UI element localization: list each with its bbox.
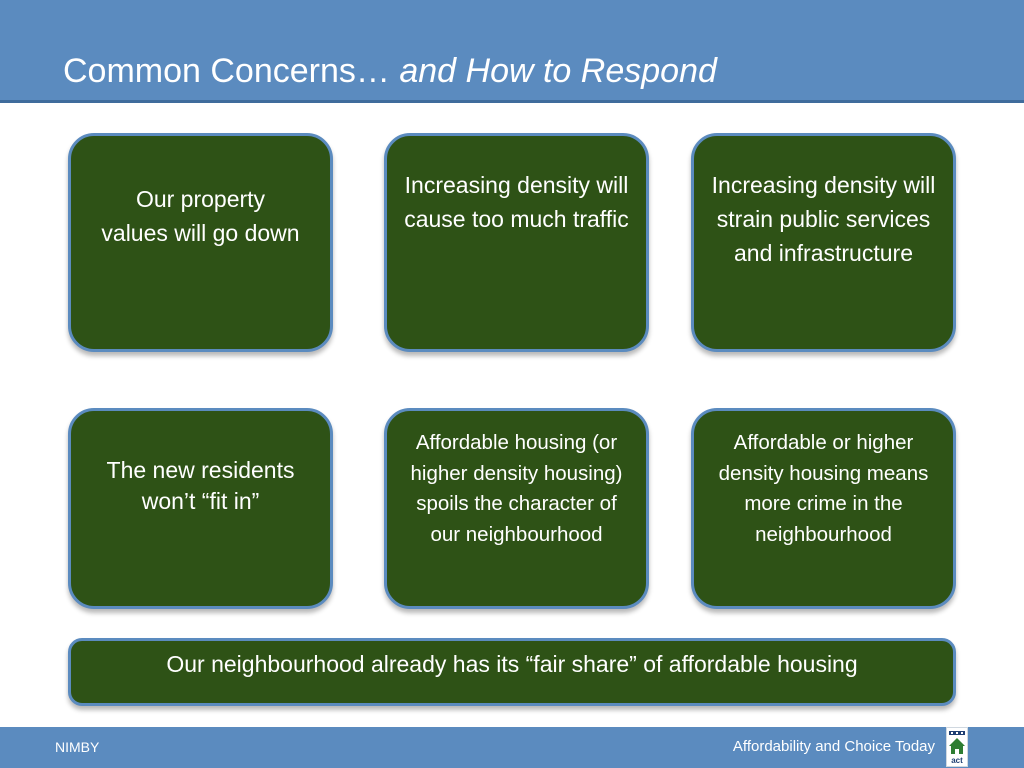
footer-bar: NIMBY Affordability and Choice Today [0, 727, 1024, 768]
concern-card-traffic: Increasing density will cause too much t… [384, 133, 649, 352]
concern-text: Affordable or higher density housing mea… [718, 431, 929, 546]
concern-card-character: Affordable housing (or higher density ho… [384, 408, 649, 609]
logo-graphic: act [949, 731, 965, 765]
slide-title: Common Concerns… and How to Respond [63, 52, 717, 91]
concern-text: Our property values will go down [101, 186, 300, 246]
concern-card-public-services: Increasing density will strain public se… [691, 133, 956, 352]
concern-text: The new residents won’t “fit in” [106, 457, 295, 514]
concern-text: Increasing density will strain public se… [711, 172, 936, 266]
concern-text: Affordable housing (or higher density ho… [410, 431, 623, 546]
concern-text: Our neighbourhood already has its “fair … [166, 650, 858, 677]
footer-left-text: NIMBY [55, 739, 100, 755]
concern-card-crime: Affordable or higher density housing mea… [691, 408, 956, 609]
concern-card-property-values: Our property values will go down [68, 133, 333, 352]
concern-card-fair-share: Our neighbourhood already has its “fair … [68, 638, 956, 706]
title-bar: Common Concerns… and How to Respond [0, 0, 1024, 103]
logo-text: act [951, 756, 963, 765]
slide-title-italic: and How to Respond [399, 52, 717, 90]
act-house-logo-icon: act [946, 727, 968, 767]
slide-title-main: Common Concerns… [63, 52, 390, 90]
concern-text: Increasing density will cause too much t… [404, 172, 629, 232]
footer-right-text: Affordability and Choice Today [732, 738, 935, 755]
concern-card-fit-in: The new residents won’t “fit in” [68, 408, 333, 609]
